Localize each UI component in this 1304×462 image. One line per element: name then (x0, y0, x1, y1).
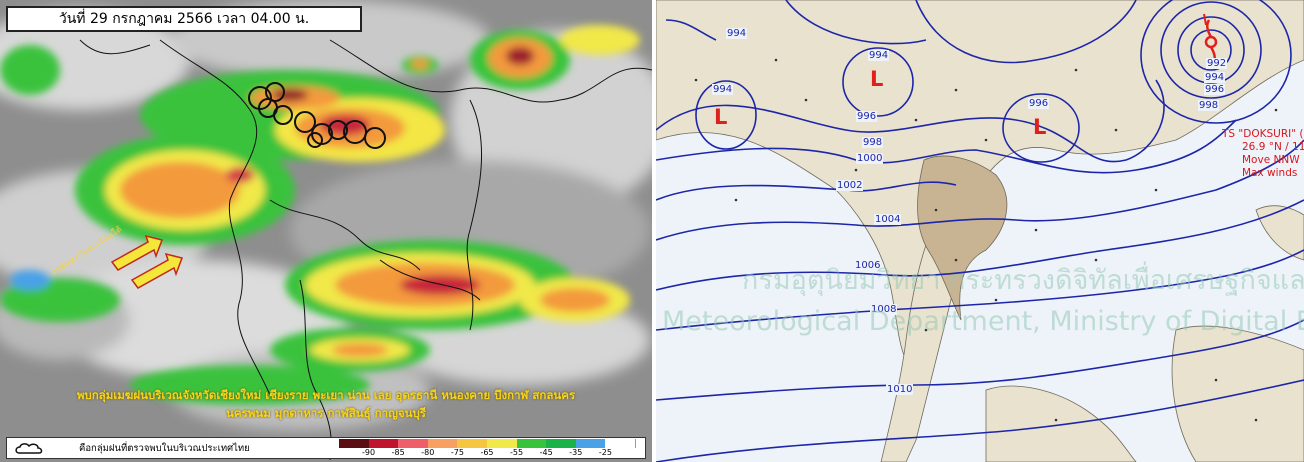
storm-name: TS "DOKSURI" (2 (1222, 128, 1304, 140)
description-line-1: พบกลุ่มเมฆฝนบริเวณจังหวัดเชียงใหม่ เชียง… (76, 388, 576, 402)
rain-cluster-outlines (248, 82, 386, 149)
scale-label: -45 (539, 448, 553, 457)
scale-swatch (516, 439, 547, 448)
isobar-label: 1006 (854, 260, 882, 271)
isobar-label: 1008 (870, 304, 898, 315)
cloud-cluster-icon (15, 443, 43, 454)
isobars (656, 0, 1304, 462)
station-plots (694, 58, 1278, 422)
watermark-english: Meteorological Department, Ministry of D… (662, 306, 1304, 337)
scale-swatch (487, 439, 517, 448)
isobar-label: 994 (868, 50, 890, 61)
scale-swatch (457, 439, 487, 448)
satellite-image-panel: วันที่ 29 กรกฎาคม 2566 เวลา 04.00 น. มรส… (0, 0, 652, 462)
legend-description: คือกลุ่มฝนที่ตรวจพบในบริเวณประเทศไทย (79, 443, 250, 454)
isobar-label: 1010 (886, 384, 914, 395)
scale-label: -80 (421, 448, 435, 457)
thailand-region (917, 155, 1008, 321)
isobar-label: 996 (1204, 84, 1226, 95)
tropical-storm-icon (1203, 13, 1218, 65)
scale-swatch (546, 439, 576, 448)
scale-label: -35 (569, 448, 583, 457)
scale-label: -85 (391, 448, 405, 457)
description-line-2: นครพนม มุกดาหาร กาฬสินธุ์ กาญจนบุรี (226, 406, 426, 420)
scale-swatch (427, 439, 458, 448)
monsoon-arrows (110, 234, 183, 289)
isobar-label: 994 (1204, 72, 1226, 83)
low-pressure-marker: L (870, 67, 884, 91)
image-timestamp-title: วันที่ 29 กรกฎาคม 2566 เวลา 04.00 น. (6, 6, 362, 32)
storm-info: TS "DOKSURI" (2 26.9 °N / 11 Move NNW Ma… (1222, 128, 1304, 180)
isobar-label: 996 (1028, 98, 1050, 109)
scale-label: -55 (510, 448, 524, 457)
isobar-label: 1004 (874, 214, 902, 225)
rain-area-description: พบกลุ่มเมฆฝนบริเวณจังหวัดเชียงใหม่ เชียง… (18, 386, 634, 422)
isobar-label: 992 (1206, 58, 1228, 69)
storm-movement: Move NNW (1242, 154, 1300, 166)
scale-label: -25 (598, 448, 612, 457)
coastlines (79, 39, 652, 461)
isobar-label: 1000 (856, 153, 884, 164)
isobar-label: 1002 (836, 180, 864, 191)
scale-swatch (605, 439, 636, 448)
low-pressure-marker: L (714, 105, 728, 129)
weather-chart (656, 0, 1304, 462)
temperature-scale: -90 -85 -80 -75 -65 -55 -45 -35 -25 (339, 439, 636, 458)
scale-swatch (575, 439, 606, 448)
scale-swatch (368, 439, 399, 448)
weather-chart-panel: 994 994 994 994 992 996 996 996 998 998 … (656, 0, 1304, 462)
storm-max-winds: Max winds (1242, 167, 1298, 179)
scale-swatch (398, 439, 428, 448)
scale-swatch (339, 439, 369, 448)
isobar-label: 998 (862, 137, 884, 148)
isobar-label: 994 (726, 28, 748, 39)
isobar-label: 994 (712, 84, 734, 95)
scale-label: -65 (480, 448, 494, 457)
isobar-label: 996 (856, 111, 878, 122)
watermark-thai: กรมอุตุนิยมวิทยา กระทรวงดิจิทัลเพื่อเศรษ… (742, 265, 1304, 296)
legend-bar: คือกลุ่มฝนที่ตรวจพบในบริเวณประเทศไทย -90… (6, 437, 646, 459)
scale-label: -75 (450, 448, 464, 457)
isobar-label: 998 (1198, 100, 1220, 111)
scale-label: -90 (362, 448, 376, 457)
low-pressure-marker: L (1033, 115, 1047, 139)
storm-position: 26.9 °N / 11 (1242, 141, 1304, 153)
